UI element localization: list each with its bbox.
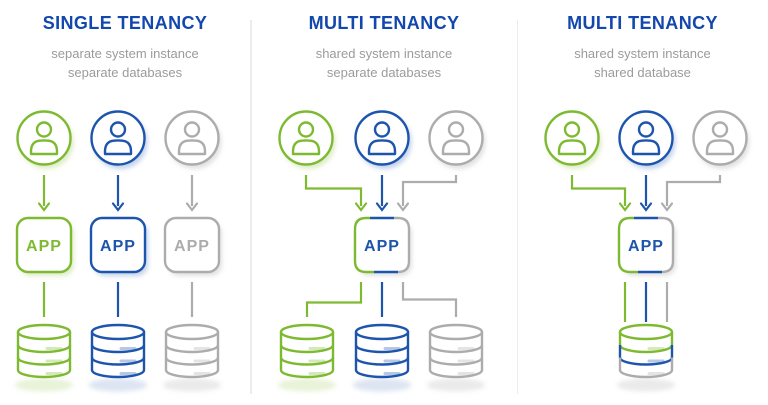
database-icon-blue: [354, 323, 410, 379]
column-header-multi-tenancy-separate-db: MULTI TENANCY shared system instance sep…: [251, 13, 517, 82]
subtitle-line-2: shared database: [594, 65, 691, 80]
database-icon-green: [16, 323, 72, 379]
arrow-gray: [401, 175, 458, 206]
arrowhead-blue-icon: [375, 202, 389, 212]
database-icon-gray: [428, 323, 484, 379]
column-header-single-tenancy: SINGLE TENANCY separate system instance …: [0, 13, 250, 82]
subtitle-line-2: separate databases: [67, 65, 183, 80]
arrowhead-gray-icon: [185, 202, 199, 212]
user-icon-green: [16, 110, 72, 166]
user-icon-blue: [90, 110, 146, 166]
database-icon-gray: [164, 323, 220, 379]
subtitle-line-2: separate databases: [326, 65, 442, 80]
column-multi-tenancy-separate-db-graphics: APP: [278, 110, 484, 379]
database-icon-blue: [90, 323, 146, 379]
arrowhead-green-icon: [37, 202, 51, 212]
column-title: SINGLE TENANCY: [42, 13, 208, 33]
app-label: APP: [364, 238, 400, 255]
user-icon-gray: [164, 110, 220, 166]
app-label: APP: [26, 238, 62, 255]
app-label: APP: [100, 238, 136, 255]
column-subtitle: shared system instance shared database: [517, 44, 768, 82]
arrowhead-blue-icon: [111, 202, 125, 212]
arrowhead-blue-icon: [639, 202, 653, 212]
arrow-green: [570, 175, 627, 206]
subtitle-line-1: shared system instance: [574, 46, 711, 61]
column-title: MULTI TENANCY: [308, 13, 460, 33]
arrowhead-gray-icon: [660, 202, 674, 212]
subtitle-line-1: shared system instance: [315, 46, 453, 61]
column-header-multi-tenancy-shared-db: MULTI TENANCY shared system instance sha…: [517, 13, 768, 82]
arrowhead-green-icon: [618, 202, 632, 212]
database-icon-green: [279, 323, 335, 379]
arrowhead-gray-icon: [396, 202, 410, 212]
column-title: MULTI TENANCY: [567, 13, 718, 33]
diagram-canvas: APP APP APP: [15, 110, 750, 392]
column-subtitle: separate system instance separate databa…: [0, 44, 250, 82]
user-icon-blue: [354, 110, 410, 166]
user-icon-blue: [618, 110, 674, 166]
subtitle-line-1: separate system instance: [51, 46, 199, 61]
arrowhead-green-icon: [354, 202, 368, 212]
app-label: APP: [628, 238, 664, 255]
user-icon-gray: [428, 110, 484, 166]
column-subtitle: shared system instance separate database…: [251, 44, 517, 82]
database-icon-shared: [618, 323, 674, 379]
user-icon-green: [278, 110, 334, 166]
column-divider: [250, 20, 252, 394]
column-multi-tenancy-shared-db-graphics: APP: [544, 110, 748, 379]
arrow-gray: [665, 175, 722, 206]
user-icon-green: [544, 110, 600, 166]
app-box-green: [15, 216, 73, 274]
arrow-green: [304, 175, 363, 206]
column-single-tenancy-graphics: APP APP APP: [15, 110, 221, 379]
column-divider: [516, 20, 518, 394]
app-box-gray: [163, 216, 221, 274]
app-box-blue: [89, 216, 147, 274]
connector-gray: [401, 282, 458, 317]
user-icon-gray: [692, 110, 748, 166]
connector-green: [305, 282, 363, 317]
app-label: APP: [174, 238, 210, 255]
